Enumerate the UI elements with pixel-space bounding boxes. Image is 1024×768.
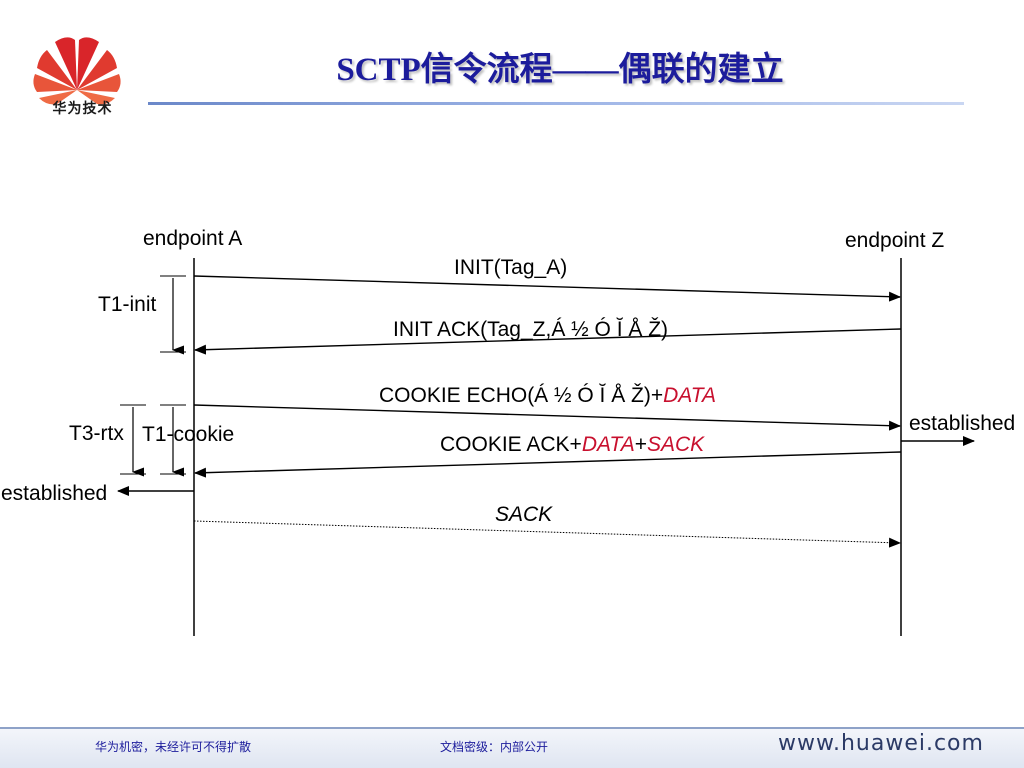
endpoint-a-label: endpoint A: [143, 227, 242, 250]
cookie-ack-plus: +: [635, 433, 647, 456]
cookie-echo-data: DATA: [663, 384, 716, 407]
t1-init-timer: [160, 275, 186, 355]
init-label: INIT(Tag_A): [454, 256, 567, 279]
footer-bar: [0, 727, 1024, 768]
init-ack-label: INIT ACK(Tag_Z,Á ½ Ó Ĭ Å Ž): [393, 318, 668, 341]
cookie-echo-text: COOKIE ECHO(Á ½ Ó Ĭ Å Ž)+: [379, 384, 663, 407]
footer-divider: [0, 727, 1024, 729]
t1-init-label: T1-init: [98, 293, 157, 316]
cookie-ack-sack: SACK: [647, 433, 705, 456]
init-ack-arrow: [194, 328, 902, 355]
cookie-echo-label: COOKIE ECHO(Á ½ Ó Ĭ Å Ž)+DATA: [379, 384, 716, 407]
endpoint-z-label: endpoint Z: [845, 229, 944, 252]
t1-cookie-label: T1-cookie: [142, 423, 234, 446]
sack-arrow: [193, 520, 901, 548]
established-z-label: established: [909, 412, 1015, 435]
cookie-ack-label: COOKIE ACK+DATA+SACK: [440, 433, 705, 456]
init-arrow: [193, 275, 901, 302]
title-divider: [148, 102, 964, 105]
established-a-label: established: [1, 482, 107, 505]
page-title: SCTP信令流程——偶联的建立: [336, 52, 784, 88]
t3-rtx-timer: [120, 404, 146, 477]
cookie-echo-arrow: [193, 404, 901, 431]
footer-classification: 文档密级：内部公开: [440, 740, 549, 754]
sack-label: SACK: [495, 503, 553, 526]
cookie-ack-text: COOKIE ACK+: [440, 433, 582, 456]
footer-confidential: 华为机密，未经许可不得扩散: [95, 740, 252, 754]
cookie-ack-arrow: [194, 451, 902, 478]
footer-url: www.huawei.com: [778, 731, 984, 756]
t3-rtx-label: T3-rtx: [69, 422, 124, 445]
logo-text: 华为技术: [52, 101, 113, 117]
cookie-ack-data: DATA: [582, 433, 635, 456]
t1-cookie-timer: [160, 404, 186, 477]
huawei-logo-icon: [33, 37, 121, 105]
